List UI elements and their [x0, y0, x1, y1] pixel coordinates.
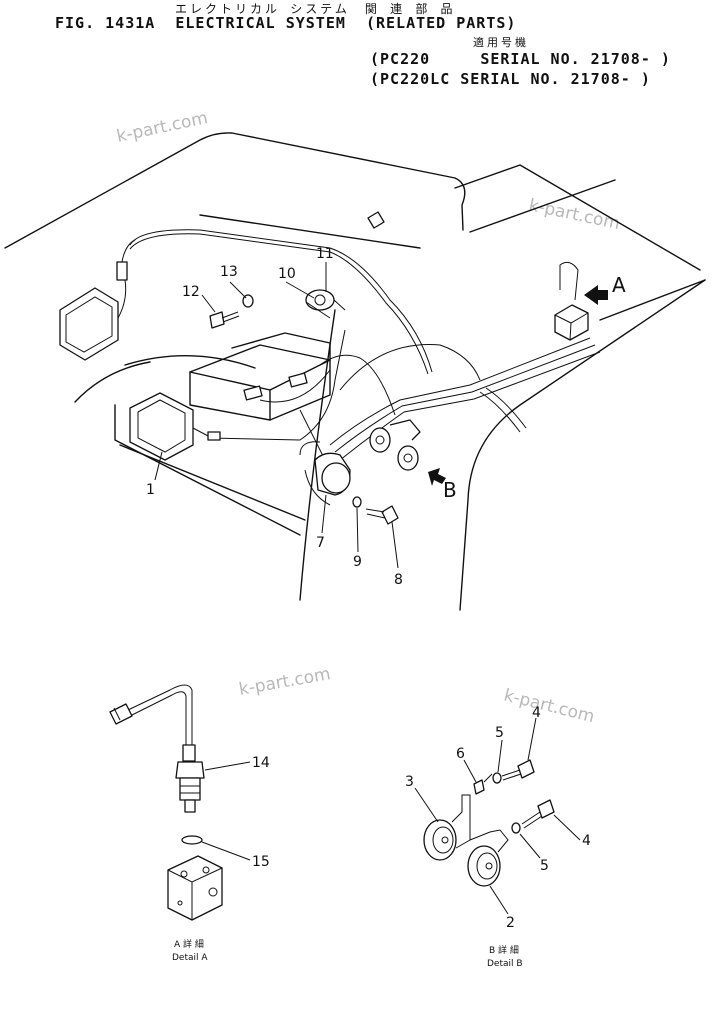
callout-8: 8 [394, 572, 403, 588]
connector-cap [367, 211, 385, 229]
machine-body-outline [4, 132, 706, 611]
arrow-a: A [584, 273, 626, 305]
callout-3: 3 [405, 774, 414, 790]
callout-13: 13 [220, 264, 238, 280]
japanese-title: エレクトリカル システム 関 連 部 品 [175, 2, 456, 16]
battery-box [189, 332, 331, 421]
callout-4-right: 4 [582, 833, 591, 849]
arrow-b-label: B [443, 478, 457, 502]
detail-a [109, 684, 251, 921]
detail-b-label: Detail B [487, 959, 523, 969]
callout-15: 15 [252, 854, 270, 870]
arrow-b: B [428, 468, 457, 502]
work-lamp-part-1 [59, 239, 221, 461]
callout-4-top: 4 [532, 705, 541, 721]
callout-6: 6 [456, 746, 465, 762]
arrow-a-label: A [612, 273, 626, 297]
switch-part-7 [299, 441, 351, 506]
figure-title: FIG. 1431A ELECTRICAL SYSTEM (RELATED PA… [55, 14, 517, 32]
callout-10: 10 [278, 266, 296, 282]
detail-a-jp-label: A 詳 細 [174, 938, 204, 950]
callout-14: 14 [252, 755, 270, 771]
wire-harness [129, 229, 601, 471]
callout-2: 2 [506, 915, 515, 931]
detail-b-jp-label: B 詳 細 [489, 944, 519, 956]
callout-9: 9 [353, 554, 362, 570]
watermark: k-part.com [527, 195, 622, 234]
japanese-serial-label: 適用号機 [473, 36, 529, 49]
bolt-part-12 [209, 311, 240, 329]
watermark: k-part.com [237, 664, 332, 700]
bolt-part-8 [365, 505, 399, 525]
detail-a-label: Detail A [172, 953, 208, 963]
washer-part-9 [352, 496, 362, 508]
callout-1: 1 [146, 482, 155, 498]
callout-12: 12 [182, 284, 200, 300]
callout-7: 7 [316, 535, 325, 551]
horn-assembly [369, 419, 421, 471]
callout-5-top: 5 [495, 725, 504, 741]
watermark: k-part.com [115, 108, 210, 147]
callout-5-bottom: 5 [540, 858, 549, 874]
detail-b [414, 717, 581, 915]
watermark: k-part.com [502, 685, 597, 727]
callout-11: 11 [316, 246, 334, 262]
sensor-block [554, 304, 589, 341]
serial-range-pc220: (PC220 SERIAL NO. 21708- ) [370, 50, 671, 68]
leader-lines [154, 262, 399, 569]
pressure-switch-part-10 [305, 289, 346, 319]
serial-range-pc220lc: (PC220LC SERIAL NO. 21708- ) [370, 70, 651, 88]
